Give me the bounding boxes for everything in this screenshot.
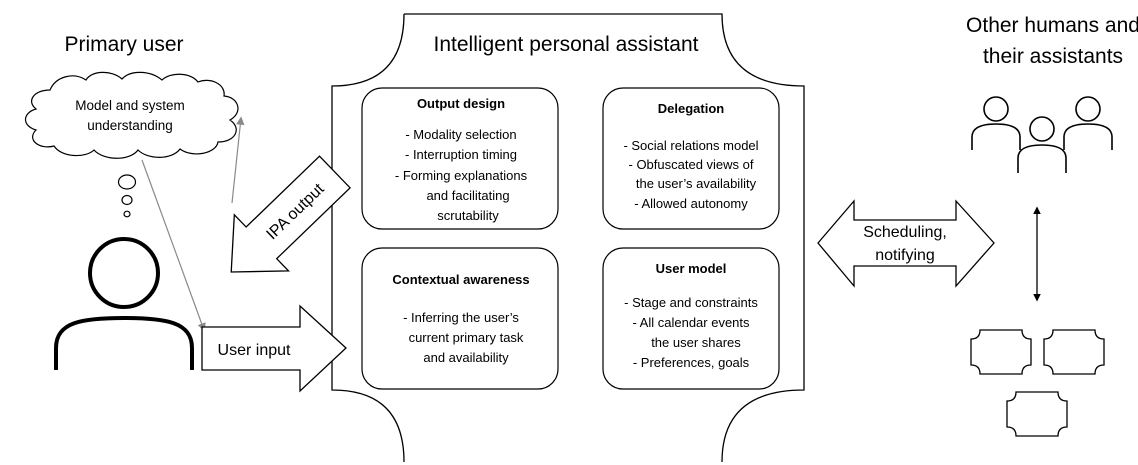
delegation-item: - Obfuscated views of <box>629 157 754 172</box>
user-input-label: User input <box>218 342 291 359</box>
thought-line-1: Model and system <box>75 98 185 113</box>
module-output-design: Output design - Modality selection - Int… <box>361 87 559 230</box>
module-contextual-awareness: Contextual awareness - Inferring the use… <box>361 247 559 390</box>
thought-line-2: understanding <box>87 118 173 133</box>
others-heading-line2: their assistants <box>983 45 1123 68</box>
module-delegation: Delegation - Social relations model - Ob… <box>602 87 780 230</box>
user-model-title: User model <box>656 261 727 276</box>
delegation-title: Delegation <box>658 101 725 116</box>
output-design-item: - Modality selection <box>405 127 516 142</box>
connector-cloud-to-input <box>141 159 206 332</box>
people-group-icon <box>971 96 1113 173</box>
output-design-item: scrutability <box>437 208 499 223</box>
primary-user-heading: Primary user <box>64 33 183 56</box>
contextual-awareness-title: Contextual awareness <box>392 272 529 287</box>
user-model-item: the user shares <box>651 335 741 350</box>
scheduling-label-line2: notifying <box>875 247 935 264</box>
delegation-item: - Allowed autonomy <box>634 196 748 211</box>
scheduling-label-line1: Scheduling, <box>863 224 947 241</box>
user-model-item: - Preferences, goals <box>633 355 750 370</box>
delegation-item: the user’s availability <box>636 176 757 191</box>
module-user-model: User model - Stage and constraints - All… <box>602 247 780 390</box>
assistant-heading: Intelligent personal assistant <box>434 33 699 56</box>
contextual-awareness-item: and availability <box>423 350 509 365</box>
user-model-item: - All calendar events <box>632 315 750 330</box>
contextual-awareness-item: current primary task <box>409 330 524 345</box>
connector-cloud-to-assistant <box>231 116 245 204</box>
output-design-item: - Interruption timing <box>405 147 517 162</box>
primary-user-icon <box>54 237 194 370</box>
thought-bubbles <box>117 174 137 218</box>
output-design-title: Output design <box>417 96 505 111</box>
output-design-item: and facilitating <box>426 188 509 203</box>
ipa-output-arrow: IPA output <box>230 155 351 273</box>
contextual-awareness-item: - Inferring the user’s <box>403 310 519 325</box>
delegation-item: - Social relations model <box>623 138 758 153</box>
output-design-item: - Forming explanations <box>395 168 528 183</box>
scheduling-arrow: Scheduling, notifying <box>817 199 995 288</box>
other-assistants-icons <box>970 329 1105 437</box>
others-heading-line1: Other humans and <box>966 14 1138 37</box>
user-input-arrow: User input <box>201 304 347 393</box>
assistant-container <box>331 13 805 463</box>
thought-cloud: Model and system understanding <box>24 71 239 159</box>
user-model-item: - Stage and constraints <box>624 295 758 310</box>
